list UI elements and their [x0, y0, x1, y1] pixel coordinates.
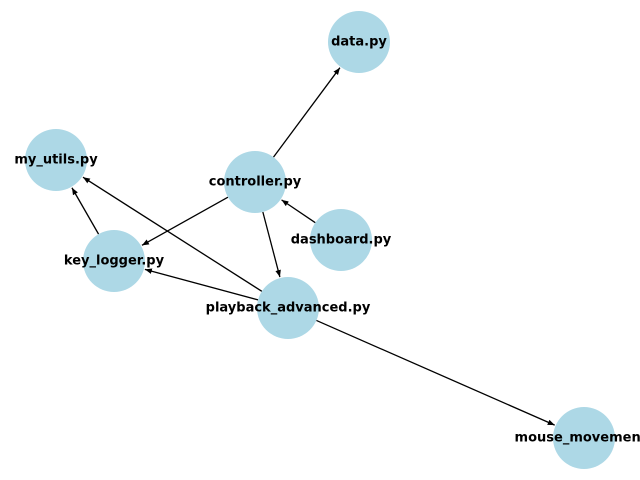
- node-playback_advanced: playback_advanced.py: [206, 277, 371, 339]
- edge-key_logger-to-my_utils: [71, 187, 100, 235]
- edge-playback_advanced-to-my_utils: [82, 176, 263, 292]
- node-label: playback_advanced.py: [206, 301, 371, 316]
- edges-layer: [71, 67, 555, 426]
- node-circle: [83, 230, 145, 292]
- node-my_utils: my_utils.py: [14, 129, 98, 191]
- node-circle: [310, 209, 372, 271]
- node-label: controller.py: [209, 175, 302, 190]
- node-circle: [25, 129, 87, 191]
- node-label: data.py: [331, 35, 387, 50]
- edge-controller-to-playback_advanced: [262, 211, 281, 278]
- edge-controller-to-key_logger: [141, 196, 229, 246]
- node-dashboard: dashboard.py: [291, 209, 392, 271]
- node-circle: [224, 151, 286, 213]
- edge-playback_advanced-to-key_logger: [144, 268, 259, 301]
- node-circle: [257, 277, 319, 339]
- node-key_logger: key_logger.py: [64, 230, 165, 292]
- node-controller: controller.py: [209, 151, 302, 213]
- node-mouse_movement: mouse_movement_: [515, 407, 640, 469]
- node-data: data.py: [328, 11, 390, 73]
- node-label: key_logger.py: [64, 254, 165, 269]
- node-circle: [553, 407, 615, 469]
- nodes-layer: data.py my_utils.py controller.py dashboard…: [14, 11, 640, 469]
- edge-playback_advanced-to-mouse_movement: [316, 319, 555, 426]
- node-label: my_utils.py: [14, 153, 98, 168]
- node-label: mouse_movement_: [515, 431, 640, 446]
- node-label: dashboard.py: [291, 233, 392, 248]
- edge-dashboard-to-controller: [281, 199, 316, 224]
- node-circle: [328, 11, 390, 73]
- edge-controller-to-data: [272, 67, 341, 158]
